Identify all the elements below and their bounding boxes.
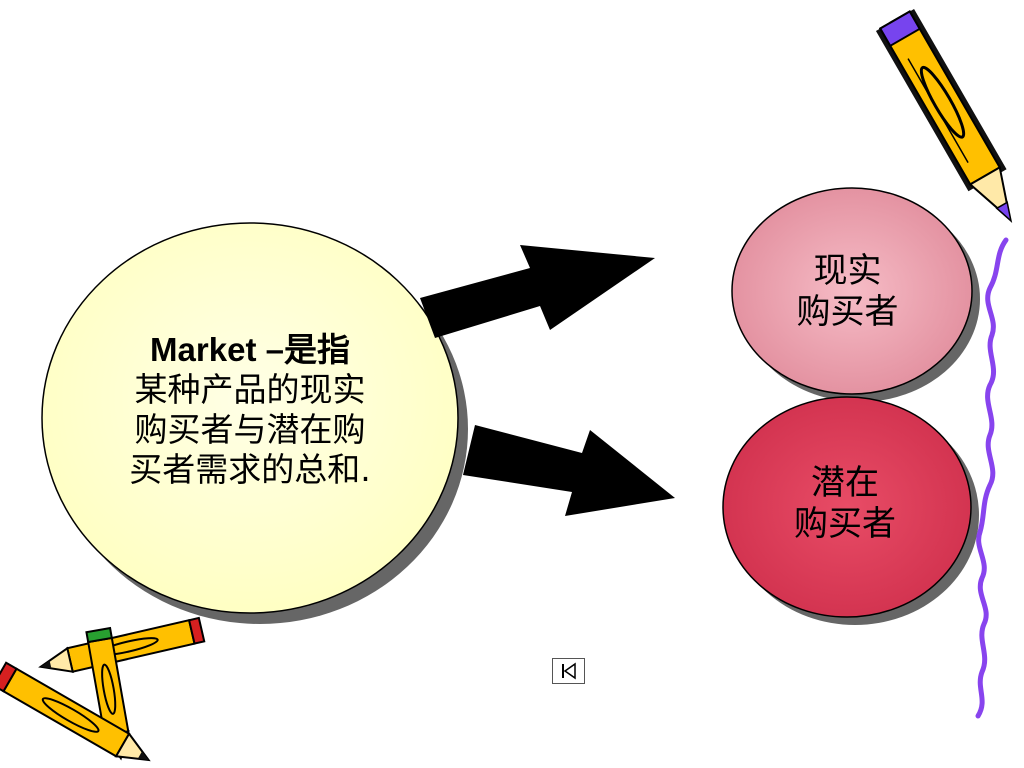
actual-buyers-shape xyxy=(731,187,973,395)
first-slide-icon xyxy=(562,662,576,680)
market-definition-line-4: 买者需求的总和. xyxy=(129,450,371,489)
market-definition-line-3: 购买者与潜在购 xyxy=(134,410,366,449)
potential-buyers-shape xyxy=(722,396,972,618)
potential-buyers-line-2: 购买者 xyxy=(794,504,896,544)
market-definition-text: Market –是指 某种产品的现实 购买者与潜在购 买者需求的总和. xyxy=(60,330,440,490)
actual-buyers-line-2: 购买者 xyxy=(796,292,899,332)
arrow-to-actual-buyers xyxy=(420,245,655,338)
market-definition-line-2: 某种产品的现实 xyxy=(134,370,366,409)
first-slide-button[interactable] xyxy=(552,658,585,684)
actual-buyers-circle xyxy=(731,187,980,402)
potential-buyers-line-1: 潜在 xyxy=(811,463,879,503)
pencils-bottom-left-icon xyxy=(0,616,206,762)
arrow-to-potential-buyers xyxy=(463,425,675,516)
market-circle-shape xyxy=(41,222,459,614)
actual-buyers-line-1: 现实 xyxy=(813,251,882,291)
squiggle-line xyxy=(975,237,1009,719)
potential-buyers-label: 潜在 购买者 xyxy=(735,463,955,545)
pencil-top-right-icon xyxy=(875,9,1013,223)
market-circle xyxy=(41,222,468,624)
actual-buyers-label: 现实 购买者 xyxy=(740,251,955,333)
potential-buyers-circle xyxy=(722,396,979,625)
market-definition-line-1: Market –是指 xyxy=(150,331,350,368)
